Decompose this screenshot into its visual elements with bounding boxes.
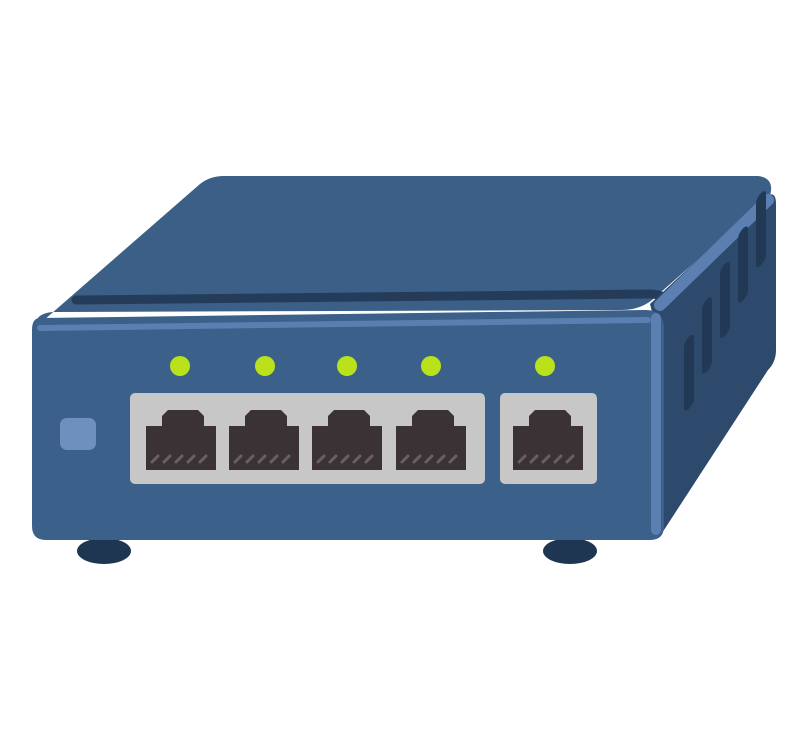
status-led xyxy=(421,356,441,376)
top-face xyxy=(35,176,772,327)
status-led xyxy=(170,356,190,376)
vent xyxy=(684,334,694,411)
status-leds xyxy=(170,356,555,376)
uplink-ethernet-port xyxy=(513,410,583,470)
vent xyxy=(720,261,730,338)
ethernet-port xyxy=(312,410,382,470)
status-led xyxy=(255,356,275,376)
status-led xyxy=(535,356,555,376)
power-indicator xyxy=(60,418,96,450)
left-foot xyxy=(77,538,131,564)
ethernet-port xyxy=(229,410,299,470)
vent xyxy=(756,191,766,268)
ethernet-port xyxy=(396,410,466,470)
right-foot xyxy=(543,538,597,564)
front-edge-highlight xyxy=(37,317,651,331)
ethernet-ports xyxy=(146,410,583,470)
ethernet-port xyxy=(146,410,216,470)
vent xyxy=(738,226,748,303)
vent xyxy=(702,297,712,374)
status-led xyxy=(337,356,357,376)
side-vents xyxy=(684,191,766,411)
side-edge-highlight xyxy=(654,194,774,311)
